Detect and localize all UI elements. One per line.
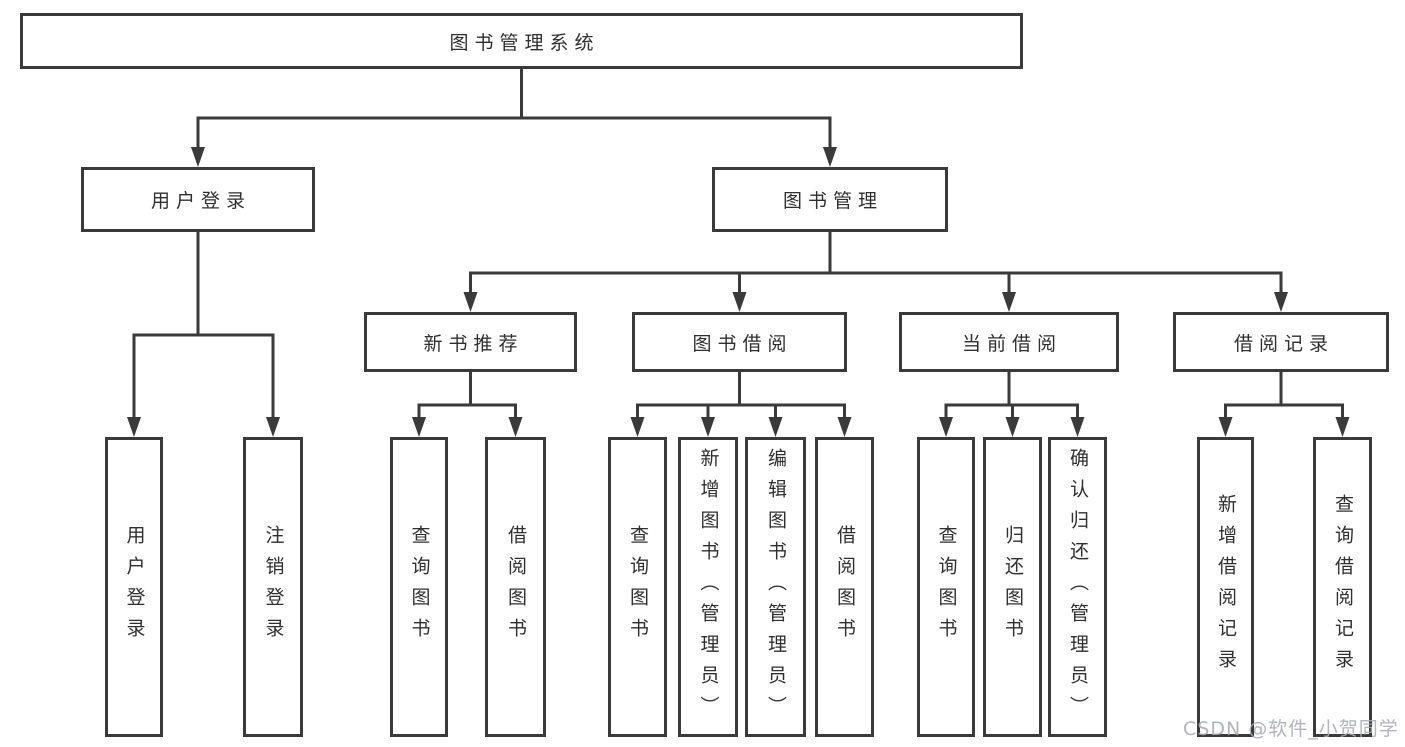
node-library-system: 图书管理系统 bbox=[20, 13, 1023, 69]
leaf-logout: 注销登录 bbox=[243, 437, 303, 737]
node-label: 新增图书（管理员） bbox=[697, 447, 720, 727]
node-label: 借阅记录 bbox=[1233, 332, 1334, 355]
leaf-user-login: 用户登录 bbox=[105, 437, 163, 737]
node-label: 新增借阅记录 bbox=[1215, 494, 1237, 680]
node-label: 借阅图书 bbox=[505, 525, 527, 649]
node-new-book-recommend: 新书推荐 bbox=[364, 312, 577, 372]
leaf-query-books-borrow: 查询图书 bbox=[608, 437, 667, 737]
node-user-login: 用户登录 bbox=[81, 167, 315, 232]
node-label: 图书管理 bbox=[782, 190, 883, 212]
node-book-management: 图书管理 bbox=[712, 167, 948, 232]
node-label: 查询借阅记录 bbox=[1332, 494, 1354, 680]
node-borrow-records: 借阅记录 bbox=[1173, 312, 1389, 372]
leaf-borrow-books: 借阅图书 bbox=[815, 437, 874, 737]
node-label: 图书借阅 bbox=[692, 332, 793, 355]
leaf-return-books: 归还图书 bbox=[983, 437, 1042, 737]
node-current-borrow: 当前借阅 bbox=[899, 312, 1119, 372]
leaf-query-books-current: 查询图书 bbox=[917, 437, 975, 737]
node-label: 归还图书 bbox=[1002, 525, 1024, 649]
node-label: 查询图书 bbox=[408, 525, 431, 649]
node-book-borrow: 图书借阅 bbox=[632, 312, 847, 372]
leaf-confirm-return-admin: 确认归还（管理员） bbox=[1048, 437, 1107, 737]
node-label: 新书推荐 bbox=[423, 332, 524, 355]
leaf-query-borrow-record: 查询借阅记录 bbox=[1313, 437, 1372, 737]
node-label: 用户登录 bbox=[123, 525, 146, 649]
leaf-edit-books-admin: 编辑图书（管理员） bbox=[745, 437, 806, 737]
node-label: 借阅图书 bbox=[834, 525, 856, 649]
node-label: 用户登录 bbox=[150, 190, 251, 212]
leaf-add-borrow-record: 新增借阅记录 bbox=[1197, 437, 1254, 737]
node-label: 确认归还（管理员） bbox=[1067, 447, 1089, 727]
node-label: 查询图书 bbox=[935, 525, 958, 649]
node-label: 当前借阅 bbox=[961, 332, 1062, 355]
leaf-query-books-recommend: 查询图书 bbox=[390, 437, 448, 737]
leaf-add-books-admin: 新增图书（管理员） bbox=[678, 437, 738, 737]
node-label: 图书管理系统 bbox=[449, 31, 600, 54]
node-label: 编辑图书（管理员） bbox=[765, 447, 787, 727]
node-label: 注销登录 bbox=[262, 525, 285, 649]
csdn-watermark: CSDN @软件_小贺同学 bbox=[1183, 718, 1399, 740]
node-label: 查询图书 bbox=[627, 525, 649, 649]
leaf-borrow-books-recommend: 借阅图书 bbox=[485, 437, 546, 737]
